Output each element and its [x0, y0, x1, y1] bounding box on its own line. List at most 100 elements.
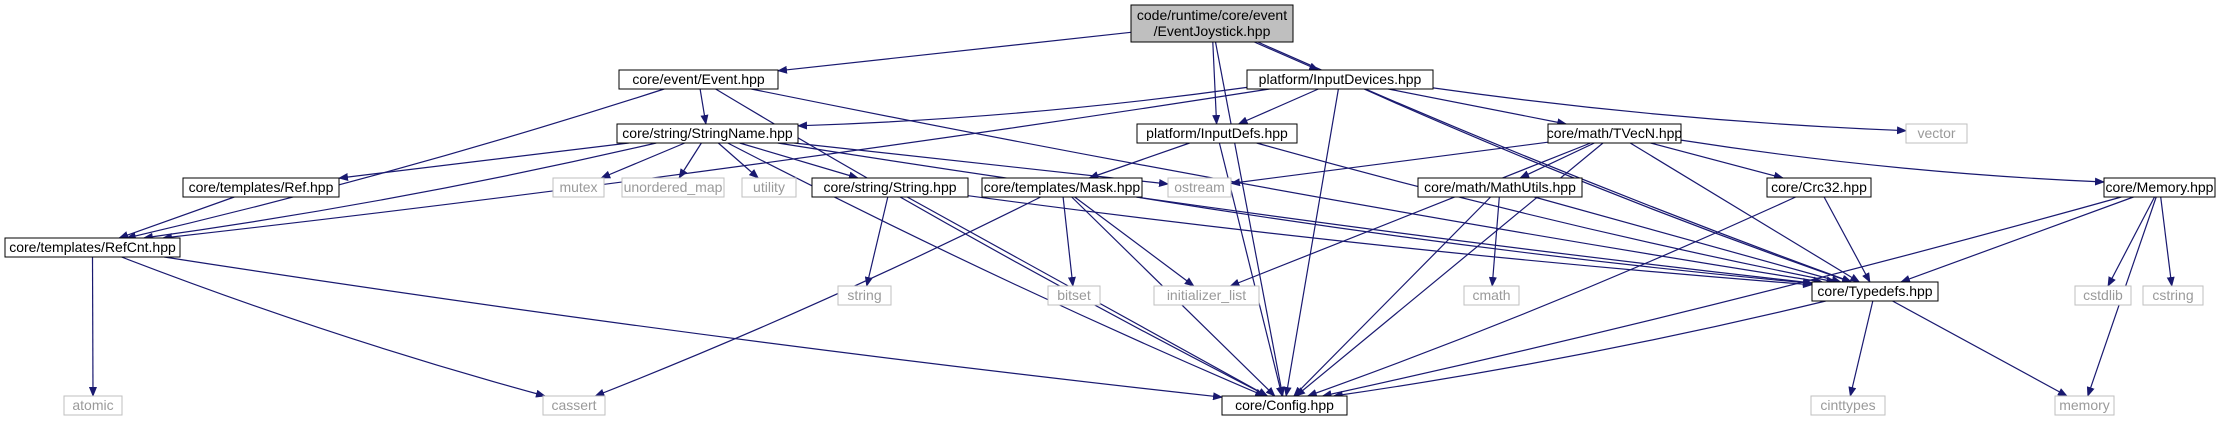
node-box-inputdefs [1136, 123, 1298, 144]
node-box-atomic [63, 395, 123, 416]
edge-tvecn-to-config [1295, 142, 1604, 397]
node-tvecn[interactable]: core/math/TVecN.hpp [1547, 123, 1683, 144]
node-box-config [1221, 395, 1348, 416]
edge-stringname-to-typedefs [777, 142, 1813, 286]
node-box-string_hpp [811, 177, 969, 198]
node-label-cmath: cmath [1472, 287, 1510, 303]
node-box-ostream [1167, 177, 1232, 198]
node-typedefs[interactable]: core/Typedefs.hpp [1811, 281, 1939, 302]
node-inputdefs[interactable]: platform/InputDefs.hpp [1136, 123, 1298, 144]
edge-crc32-to-config [1306, 196, 1796, 397]
node-unordered_map: unordered_map [621, 177, 725, 198]
node-label-initializer_list: initializer_list [1167, 287, 1246, 303]
node-label-cassert: cassert [551, 397, 596, 413]
edge-inputdevices-to-inputdefs [1237, 88, 1319, 125]
edge-stringname-to-utility [717, 142, 759, 179]
node-box-bitset [1047, 285, 1101, 306]
node-box-cinttypes [1810, 395, 1886, 416]
node-label-cstdlib: cstdlib [2083, 287, 2123, 303]
node-label-refcnt: core/templates/RefCnt.hpp [9, 239, 176, 255]
edge-event-to-refcnt [125, 88, 665, 240]
edge-refcnt-to-atomic [88, 256, 97, 397]
edge-refcnt-to-config [164, 256, 1223, 401]
node-box-vector [1905, 123, 1968, 144]
node-label-string_hpp: core/string/String.hpp [823, 179, 956, 195]
edge-tvecn-to-initializer_list [1229, 142, 1591, 287]
node-label-root: code/runtime/core/event [1137, 7, 1287, 23]
node-event[interactable]: core/event/Event.hpp [618, 69, 779, 90]
node-mutex: mutex [552, 177, 605, 198]
node-label-utility: utility [753, 179, 785, 195]
node-label-inputdefs: platform/InputDefs.hpp [1146, 125, 1288, 141]
node-box-memory_hpp [2103, 177, 2216, 198]
node-label-cinttypes: cinttypes [1820, 397, 1875, 413]
node-box-ref [182, 177, 340, 198]
edge-tvecn-to-ostream [1230, 141, 1549, 187]
node-box-string [837, 285, 892, 306]
node-config[interactable]: core/Config.hpp [1221, 395, 1348, 416]
node-box-typedefs [1811, 281, 1939, 302]
edge-tvecn-to-crc32 [1650, 142, 1784, 180]
node-label-mathutils: core/math/MathUtils.hpp [1424, 179, 1576, 195]
edge-string_hpp-to-string [864, 196, 889, 287]
node-label-event: core/event/Event.hpp [632, 71, 765, 87]
nodes-layer: code/runtime/core/event/EventJoystick.hp… [4, 4, 2216, 416]
edges-layer [88, 31, 2175, 401]
node-mathutils[interactable]: core/math/MathUtils.hpp [1417, 177, 1583, 198]
node-stringname[interactable]: core/string/StringName.hpp [616, 123, 799, 144]
node-box-mutex [552, 177, 605, 198]
node-label-typedefs: core/Typedefs.hpp [1817, 283, 1932, 299]
node-label-crc32: core/Crc32.hpp [1771, 179, 1867, 195]
edge-root-to-inputdefs [1212, 41, 1221, 125]
node-box-memory [2054, 395, 2115, 416]
node-box-inputdevices [1246, 69, 1434, 90]
edge-inputdevices-to-vector [1432, 87, 1907, 135]
node-memory: memory [2054, 395, 2115, 416]
node-box-utility [741, 177, 797, 198]
edge-mask-to-typedefs [1136, 196, 1813, 287]
node-box-cmath [1463, 285, 1520, 306]
edge-memory_hpp-to-config [1321, 196, 2122, 398]
node-box-refcnt [4, 237, 181, 258]
edge-mask-to-initializer_list [1074, 196, 1195, 287]
node-inputdevices[interactable]: platform/InputDevices.hpp [1246, 69, 1434, 90]
node-string_hpp[interactable]: core/string/String.hpp [811, 177, 969, 198]
node-box-tvecn [1547, 123, 1682, 144]
node-box-mask [981, 177, 1143, 198]
node-box-event [618, 69, 779, 90]
node-vector: vector [1905, 123, 1968, 144]
node-memory_hpp[interactable]: core/Memory.hpp [2103, 177, 2216, 198]
edge-inputdevices-to-stringname [797, 86, 1248, 130]
edge-inputdefs-to-mask [1088, 142, 1190, 179]
edge-typedefs-to-cinttypes [1848, 300, 1874, 397]
edge-refcnt-to-cassert [121, 256, 546, 398]
node-ostream: ostream [1167, 177, 1232, 198]
edge-ref-to-refcnt [118, 196, 235, 239]
node-mask[interactable]: core/templates/Mask.hpp [981, 177, 1143, 198]
node-box-mathutils [1417, 177, 1583, 198]
edge-mask-to-cassert [594, 196, 1041, 397]
node-label-vector: vector [1917, 125, 1955, 141]
node-box-cstdlib [2074, 285, 2132, 306]
node-crc32[interactable]: core/Crc32.hpp [1766, 177, 1872, 198]
node-root[interactable]: code/runtime/core/event/EventJoystick.hp… [1130, 4, 1294, 43]
node-refcnt[interactable]: core/templates/RefCnt.hpp [4, 237, 181, 258]
node-label-stringname: core/string/StringName.hpp [622, 125, 793, 141]
edge-inputdevices-to-tvecn [1388, 88, 1568, 127]
edge-tvecn-to-typedefs [1629, 142, 1861, 283]
node-cstring: cstring [2142, 285, 2204, 306]
edge-root-to-event [777, 31, 1132, 74]
edge-mask-to-bitset [1062, 196, 1076, 287]
edge-string_hpp-to-typedefs [967, 195, 1813, 289]
edge-inputdevices-to-typedefs [1363, 88, 1852, 283]
node-box-stringname [616, 123, 799, 144]
node-box-crc32 [1766, 177, 1872, 198]
node-bitset: bitset [1047, 285, 1101, 306]
node-label-atomic: atomic [72, 397, 113, 413]
node-cinttypes: cinttypes [1810, 395, 1886, 416]
node-initializer_list: initializer_list [1153, 285, 1260, 306]
node-label-unordered_map: unordered_map [624, 179, 723, 195]
node-ref[interactable]: core/templates/Ref.hpp [182, 177, 340, 198]
node-label-tvecn: core/math/TVecN.hpp [1547, 125, 1683, 141]
